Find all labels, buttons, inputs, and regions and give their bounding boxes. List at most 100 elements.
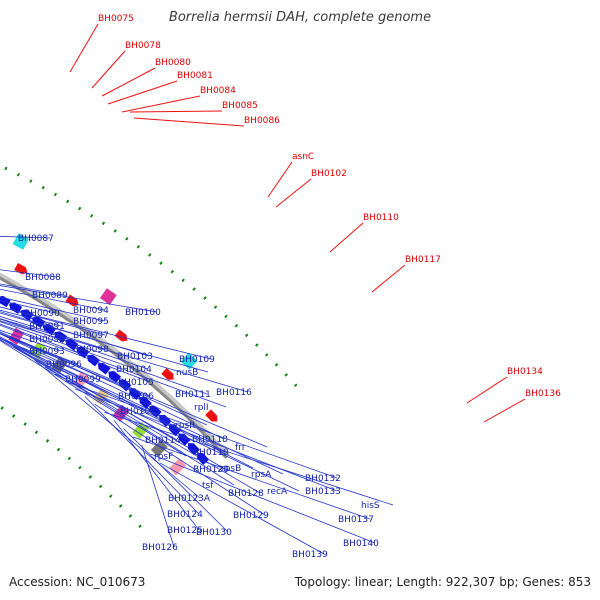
reverse-label-leader	[0, 333, 225, 440]
reverse-label-leader	[64, 381, 338, 479]
reverse-label: hisS	[361, 501, 380, 511]
forward-label: BH0085	[222, 101, 258, 111]
reverse-label-leader	[0, 324, 151, 383]
reverse-label: BH0100	[125, 308, 161, 318]
reverse-label-leader	[23, 352, 284, 475]
genome-title: Borrelia hermsii DAH, complete genome	[168, 10, 432, 25]
reverse-label-leader	[0, 323, 227, 408]
reverse-label: BH0126	[142, 543, 178, 553]
reverse-label: BH0091	[29, 322, 65, 332]
reverse-label-leader	[159, 462, 325, 555]
forward-label: BH0136	[525, 389, 561, 399]
reverse-label: BH0133	[305, 487, 341, 497]
reverse-color-block	[8, 327, 25, 345]
reverse-label: rpsB	[221, 464, 241, 474]
forward-gene-arrow	[161, 367, 174, 380]
reverse-label-leader	[54, 373, 300, 492]
reverse-label-leader	[0, 306, 106, 336]
reverse-label-leader	[0, 331, 151, 397]
forward-label: BH0080	[155, 58, 191, 68]
reverse-label: BH0119	[193, 448, 229, 458]
reverse-label: BH0094	[73, 306, 109, 316]
reverse-label-leader	[0, 337, 98, 380]
reverse-label-leader	[94, 403, 266, 516]
forward-color-block	[99, 288, 117, 305]
reverse-label: BH0123A	[168, 494, 211, 504]
topology-text: Topology: linear; Length: 922,307 bp; Ge…	[294, 575, 591, 589]
reverse-label-leader	[0, 316, 106, 350]
forward-label: BH0078	[125, 41, 161, 51]
forward-label-leader	[371, 264, 406, 293]
reverse-label-leader	[0, 333, 268, 448]
backbone-shadow	[0, 272, 231, 458]
reverse-label: BH0090	[24, 309, 60, 319]
forward-gene-arrow	[205, 409, 218, 422]
forward-label: BH0102	[311, 169, 347, 179]
reverse-label: BH0120	[193, 465, 229, 475]
reverse-label: BH0097	[73, 331, 109, 341]
forward-label-leader	[133, 117, 245, 127]
reverse-gene-arrow	[43, 323, 57, 336]
reverse-label: BH0132	[305, 474, 341, 484]
reverse-gene-arrow	[8, 302, 23, 314]
reverse-label-leader	[0, 318, 249, 393]
reverse-label: BH0140	[343, 539, 379, 549]
forward-label-leader	[69, 23, 99, 73]
forward-label-leader	[107, 80, 178, 105]
reverse-label: BH0099	[65, 375, 101, 385]
reverse-label-leader	[0, 296, 106, 322]
reverse-label: rpsR	[175, 421, 195, 431]
reverse-label: BH0124	[167, 510, 203, 520]
forward-label-leader	[275, 178, 312, 208]
reverse-label: recA	[267, 487, 288, 497]
reverse-label-leader	[0, 306, 212, 360]
forward-label: BH0084	[200, 86, 236, 96]
reverse-label: BH0104	[116, 365, 152, 375]
forward-label-leader	[129, 110, 223, 113]
reverse-label-leader	[0, 321, 208, 395]
reverse-label-leader	[0, 329, 62, 352]
reverse-label-leader	[132, 436, 371, 520]
reverse-label: nusB	[176, 368, 198, 378]
forward-label: BH0110	[363, 213, 399, 223]
forward-gene-arrow	[114, 329, 128, 342]
reverse-label: BH0130	[196, 528, 232, 538]
reverse-label-leader	[0, 312, 209, 373]
reverse-label: BH0092	[29, 335, 65, 345]
reverse-color-block	[132, 421, 149, 440]
reverse-label-leader	[0, 285, 158, 313]
reverse-label: BH0125	[167, 526, 203, 536]
reverse-color-block	[169, 458, 187, 476]
reverse-label-leader	[104, 411, 394, 506]
reverse-label: frr	[235, 443, 246, 453]
forward-label: BH0134	[507, 367, 543, 377]
accession-text: Accession: NC_010673	[9, 575, 146, 589]
reverse-label-leader	[123, 428, 229, 533]
forward-label: BH0081	[177, 71, 213, 81]
reverse-label-leader	[44, 366, 261, 494]
reverse-label: BH0109	[179, 355, 215, 365]
reverse-label: BH0095	[73, 317, 109, 327]
reverse-label: BH0106	[118, 392, 154, 402]
reverse-label-leader	[0, 269, 58, 278]
reverse-label: BH0108	[120, 407, 156, 417]
reverse-label: BH0129	[233, 511, 269, 521]
reverse-label-leader	[13, 345, 235, 486]
forward-label: asnC	[292, 152, 314, 162]
reverse-label: BH0139	[292, 550, 328, 560]
reverse-label-leader	[34, 359, 201, 499]
forward-label-leader	[466, 376, 508, 404]
reverse-label: rplI	[194, 403, 209, 413]
reverse-label-leader	[0, 288, 106, 311]
reverse-label-leader	[84, 396, 200, 515]
reverse-label-leader	[150, 453, 376, 544]
reverse-label: BH0088	[25, 273, 61, 283]
reverse-label: tsf	[202, 481, 214, 491]
reverse-label-leader	[0, 318, 149, 370]
reverse-label-leader	[74, 388, 338, 492]
reverse-label-leader	[0, 340, 187, 457]
genome-backbone	[0, 276, 228, 459]
reverse-label: rpsF	[154, 452, 173, 462]
